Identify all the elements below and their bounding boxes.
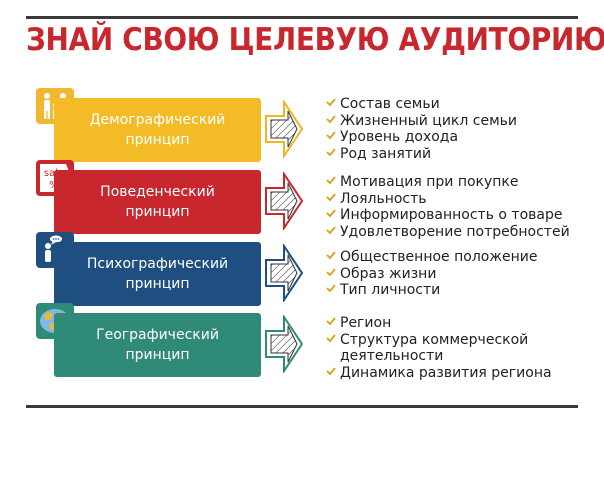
top-rule xyxy=(26,16,578,19)
box-label-line1: Психографический xyxy=(86,256,229,272)
box-label-line2: принцип xyxy=(125,276,190,292)
check-icon xyxy=(326,267,336,276)
check-icon xyxy=(326,131,336,140)
box-label-line2: принцип xyxy=(125,132,190,148)
box-label-line1: Географический xyxy=(96,327,219,343)
check-icon xyxy=(326,317,336,326)
arrow-right-icon xyxy=(264,313,304,375)
demographic-principle-box: Демографический принцип xyxy=(54,98,261,162)
check-icon xyxy=(326,98,336,107)
box-label-line1: Демографический xyxy=(89,112,226,128)
bottom-rule xyxy=(26,405,578,408)
check-icon xyxy=(326,333,336,342)
page-title: ЗНАЙ СВОЮ ЦЕЛЕВУЮ АУДИТОРИЮ! xyxy=(26,22,604,58)
check-icon xyxy=(326,147,336,156)
row-psychographic: Психографический принцип Общественное по… xyxy=(0,232,604,306)
arrow-right-icon xyxy=(264,170,304,232)
check-icon xyxy=(326,225,336,234)
list-item: Регион xyxy=(326,315,552,332)
list-item: Удовлетворение потребностей xyxy=(326,224,570,241)
list-item: Лояльность xyxy=(326,191,570,208)
list-item: Общественное положение xyxy=(326,249,537,266)
list-item: Структура коммерческой xyxy=(326,332,552,349)
check-icon xyxy=(326,192,336,201)
psychographic-items-list: Общественное положение Образ жизни Тип л… xyxy=(326,249,537,299)
behavioral-principle-box: Поведенческий принцип xyxy=(54,170,261,234)
list-item: Уровень дохода xyxy=(326,129,517,146)
box-label-line2: принцип xyxy=(125,204,190,220)
check-icon xyxy=(326,114,336,123)
list-item: Состав семьи xyxy=(326,96,517,113)
check-icon xyxy=(326,176,336,185)
psychographic-principle-box: Психографический принцип xyxy=(54,242,261,306)
check-icon xyxy=(326,251,336,260)
check-icon xyxy=(326,209,336,218)
row-behavioral: sale % Поведенческий принцип Мотивация п… xyxy=(0,160,604,240)
list-item: Мотивация при покупке xyxy=(326,174,570,191)
row-geographic: Географический принцип Регион Структура … xyxy=(0,303,604,381)
arrow-right-icon xyxy=(264,242,304,304)
list-item: Образ жизни xyxy=(326,266,537,283)
row-demographic: Демографический принцип Состав семьи Жиз… xyxy=(0,88,604,162)
list-item: Тип личности xyxy=(326,282,537,299)
list-item: Динамика развития региона xyxy=(326,365,552,382)
behavioral-items-list: Мотивация при покупке Лояльность Информи… xyxy=(326,174,570,240)
check-icon xyxy=(326,366,336,375)
list-item-continuation: деятельности xyxy=(340,348,444,364)
list-item: Род занятий xyxy=(326,146,517,163)
geographic-items-list: Регион Структура коммерческой деятельнос… xyxy=(326,315,552,381)
arrow-right-icon xyxy=(264,98,304,160)
list-item: Информированность о товаре xyxy=(326,207,570,224)
demographic-items-list: Состав семьи Жизненный цикл семьи Уровен… xyxy=(326,96,517,162)
geographic-principle-box: Географический принцип xyxy=(54,313,261,377)
box-label-line2: принцип xyxy=(125,347,190,363)
check-icon xyxy=(326,284,336,293)
list-item: Жизненный цикл семьи xyxy=(326,113,517,130)
box-label-line1: Поведенческий xyxy=(100,184,215,200)
